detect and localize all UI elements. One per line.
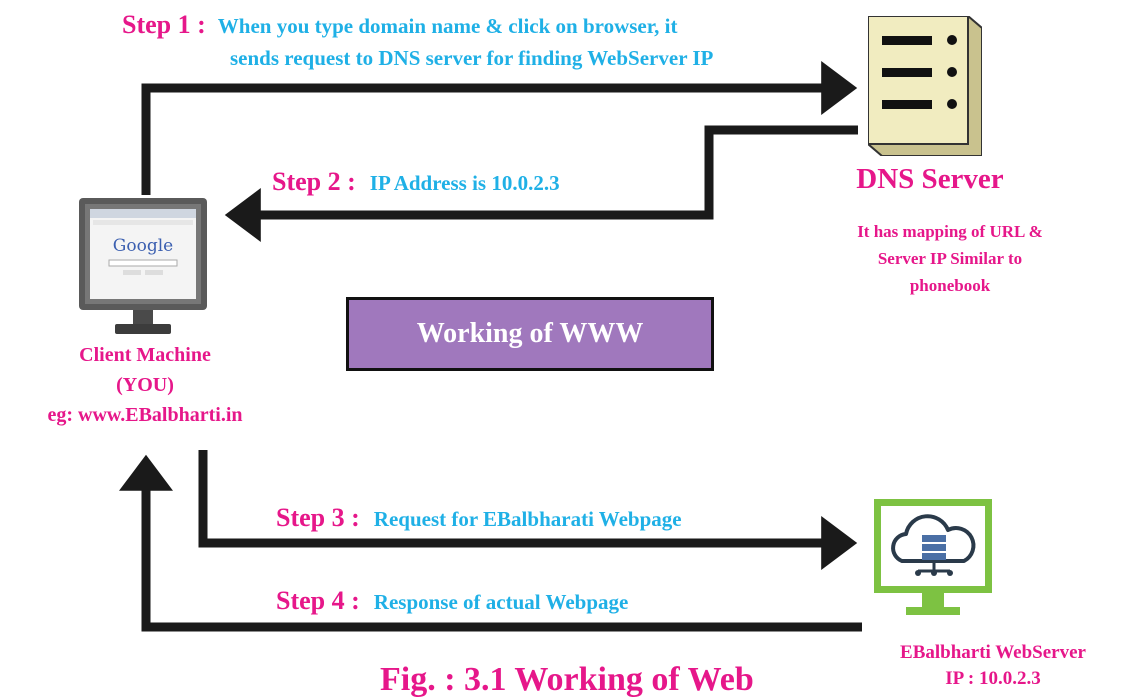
client-label-line2: (YOU) (116, 374, 174, 396)
cloud-server-icon (872, 497, 994, 624)
server-rack-icon (867, 15, 983, 161)
step3-arrow (198, 450, 858, 570)
step2-text: IP Address is 10.0.2.3 (369, 171, 560, 195)
dns-note-line1: It has mapping of URL & (857, 222, 1043, 241)
working-of-www-box: Working of WWW (346, 297, 714, 371)
monitor-icon: Google (79, 198, 207, 345)
dns-note-line2: Server IP Similar to (877, 249, 1023, 268)
step2-label: Step 2 : (272, 167, 356, 196)
dns-server-title: DNS Server (856, 163, 1004, 195)
step1-arrow (141, 61, 858, 195)
client-label-line3: eg: www.EBalbharti.in (47, 404, 243, 426)
step1-text-line2: sends request to DNS server for finding … (230, 46, 714, 70)
step3-block: Step 3 : Request for EBalbharati Webpage (276, 503, 682, 533)
step3-text: Request for EBalbharati Webpage (373, 507, 682, 531)
dns-note: It has mapping of URL & Server IP Simila… (800, 218, 1100, 299)
step1-block: Step 1 : When you type domain name & cli… (122, 10, 882, 40)
step4-text: Response of actual Webpage (373, 590, 629, 614)
dns-note-line3: phonebook (909, 276, 991, 295)
figure-caption: Fig. : 3.1 Working of Web (380, 661, 754, 698)
working-of-www-title: Working of WWW (416, 318, 644, 349)
step4-label: Step 4 : (276, 586, 360, 615)
step4-arrow (119, 454, 862, 632)
webserver-label-line1: EBalbharti WebServer (900, 642, 1086, 663)
webserver-label: EBalbharti WebServer IP : 10.0.2.3 (860, 640, 1126, 692)
step4-block: Step 4 : Response of actual Webpage (276, 586, 628, 616)
step2-block: Step 2 : IP Address is 10.0.2.3 (272, 167, 560, 197)
step2-arrow (224, 125, 858, 242)
webserver-label-line2: IP : 10.0.2.3 (945, 668, 1041, 689)
step1-label: Step 1 : (122, 10, 206, 39)
client-label: Client Machine (YOU) eg: www.EBalbharti.… (10, 340, 280, 430)
step3-label: Step 3 : (276, 503, 360, 532)
step1-text-line1: When you type domain name & click on bro… (217, 14, 678, 38)
client-label-line1: Client Machine (79, 344, 211, 366)
google-logo-text: Google (112, 236, 174, 256)
